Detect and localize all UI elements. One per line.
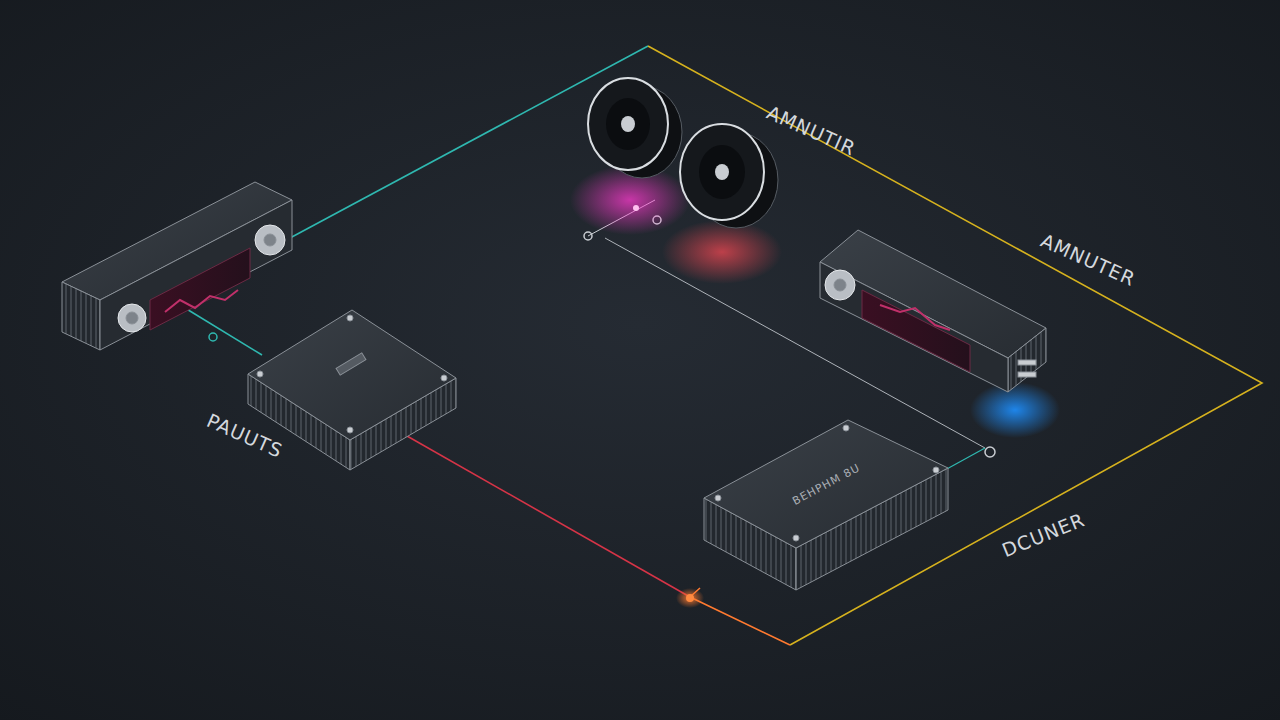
wire-orange	[690, 588, 790, 645]
terminal	[584, 232, 592, 240]
speaker	[680, 124, 778, 228]
head-unit	[62, 182, 292, 350]
wires	[185, 46, 1262, 645]
terminal	[985, 447, 995, 457]
wire-teal	[945, 448, 985, 470]
glow	[970, 382, 1060, 438]
wire-cyan-short	[185, 308, 262, 355]
led	[633, 205, 639, 211]
head-unit	[820, 230, 1046, 392]
terminal	[209, 333, 217, 341]
wire-yellow	[648, 46, 1262, 645]
amplifier	[704, 420, 948, 590]
led	[686, 594, 694, 602]
glow	[676, 588, 704, 608]
wire-red	[400, 432, 690, 597]
speaker	[588, 78, 682, 178]
glow	[662, 220, 782, 284]
